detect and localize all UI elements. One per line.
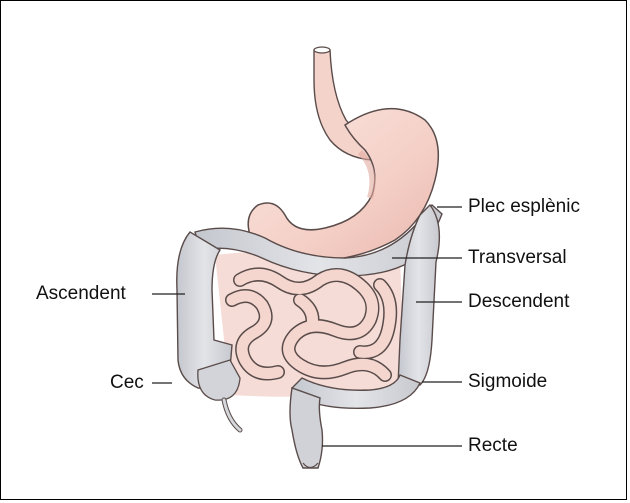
- label-splenic-flexure: Plec esplènic: [468, 197, 580, 216]
- label-sigmoid: Sigmoide: [468, 372, 547, 391]
- label-descending: Descendent: [468, 292, 569, 311]
- label-rectum: Recte: [468, 436, 518, 455]
- esophagus-opening: [314, 47, 330, 53]
- label-transverse: Transversal: [468, 248, 567, 267]
- label-cecum: Cec: [110, 373, 144, 392]
- label-ascending: Ascendent: [36, 284, 126, 303]
- rectum: [290, 388, 323, 468]
